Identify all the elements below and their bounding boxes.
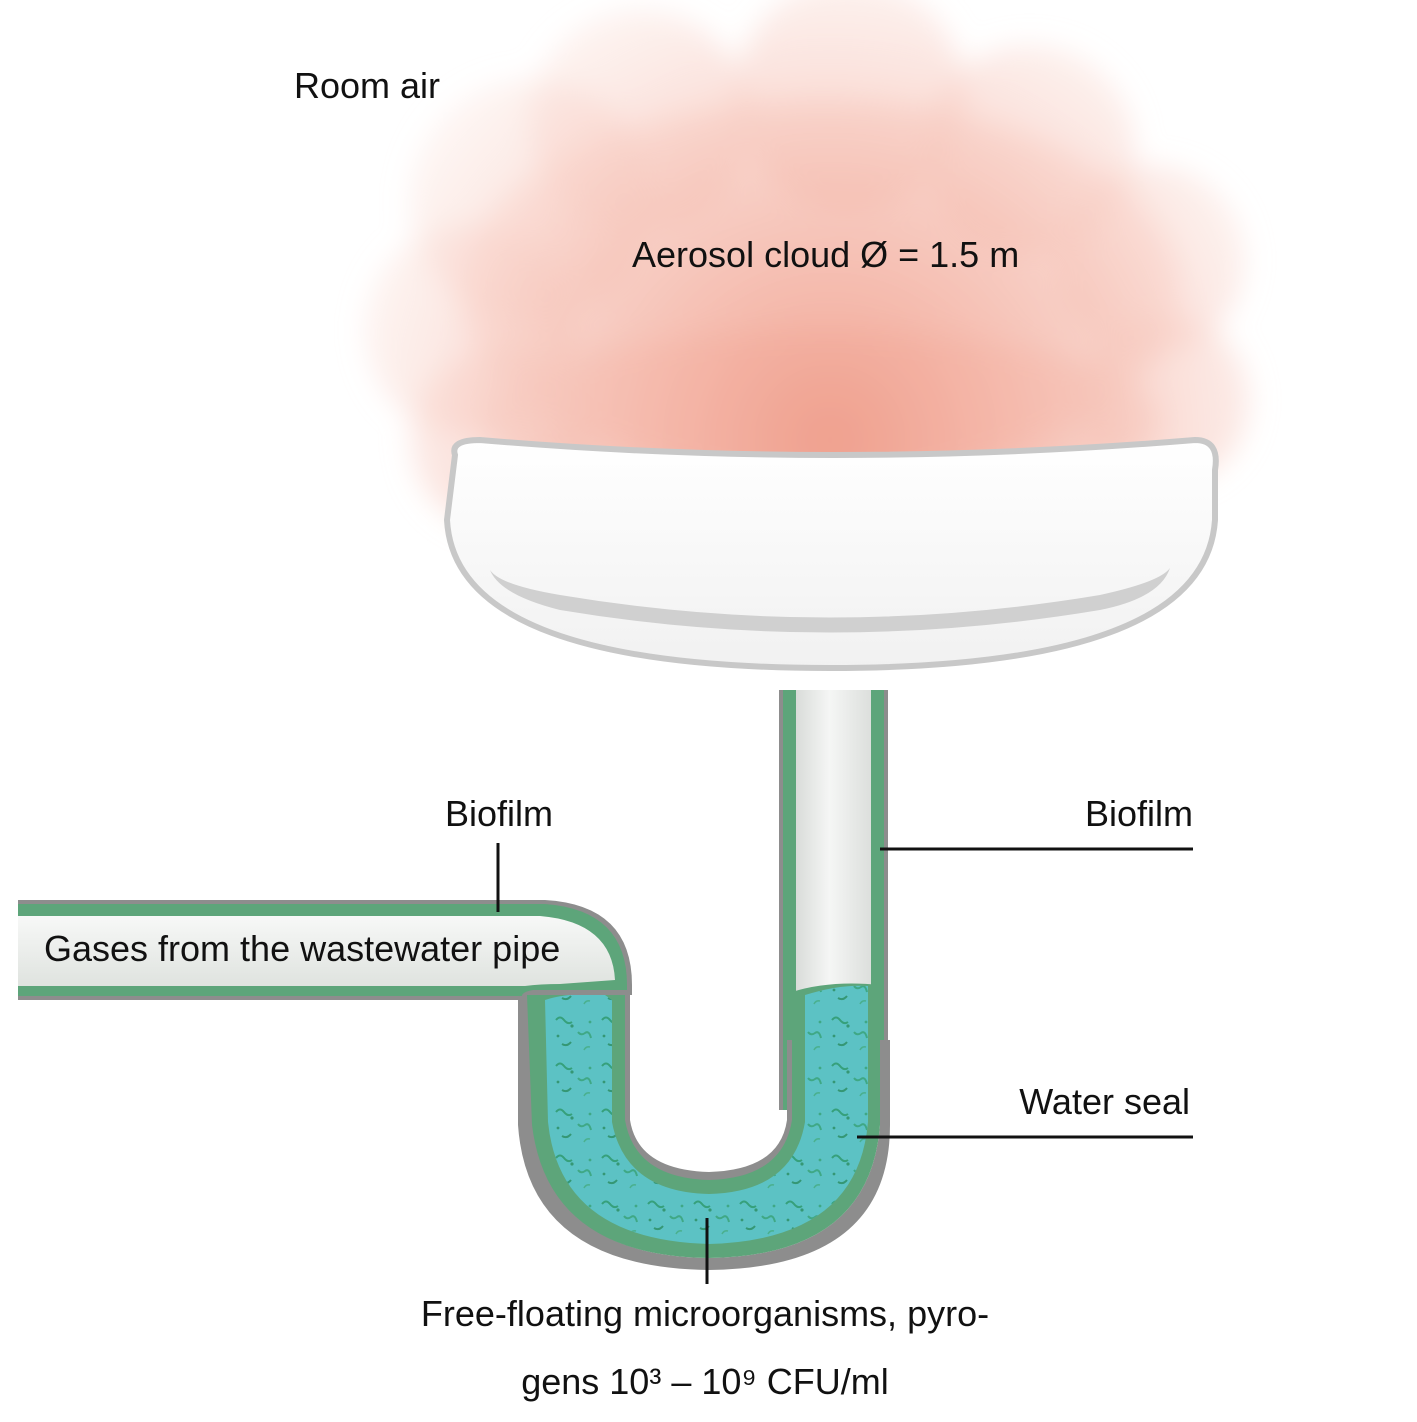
room-air-label: Room air bbox=[294, 65, 440, 106]
water-seal-label: Water seal bbox=[1019, 1081, 1190, 1122]
microorganisms-texture bbox=[545, 985, 868, 1244]
gases-label: Gases from the wastewater pipe bbox=[44, 928, 560, 969]
biofilm-right-label: Biofilm bbox=[1085, 793, 1193, 834]
aerosol-cloud-label: Aerosol cloud Ø = 1.5 m bbox=[632, 234, 1019, 275]
water-seal-water bbox=[527, 983, 880, 1258]
leader-lines bbox=[496, 843, 1193, 1284]
sink-basin bbox=[443, 436, 1219, 672]
horizontal-wastewater-pipe bbox=[18, 900, 632, 1000]
basin-inner-shadow bbox=[490, 568, 1170, 633]
microorganisms-label-line1: Free-floating microorganisms, pyro- bbox=[421, 1293, 989, 1334]
biofilm-left-label: Biofilm bbox=[445, 793, 553, 834]
microorganisms-label-line2: gens 10³ – 10⁹ CFU/ml bbox=[521, 1361, 889, 1402]
